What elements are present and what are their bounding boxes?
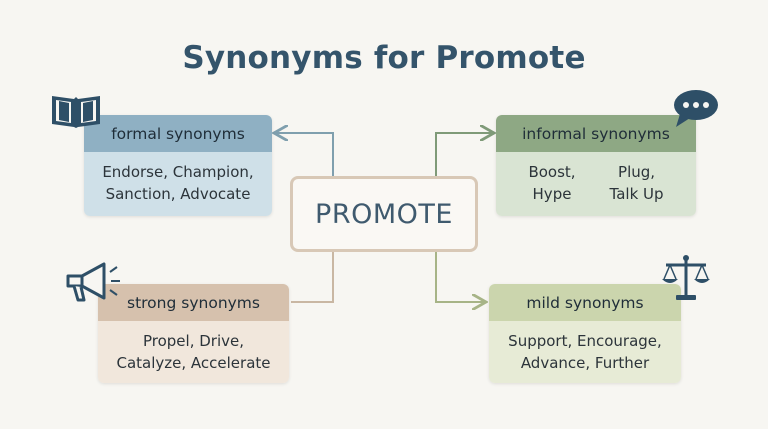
strong-synonyms-list: Propel, Drive, Catalyze, Accelerate: [98, 321, 289, 383]
scales-icon: [662, 255, 710, 300]
strong-synonyms-line: Catalyze, Accelerate: [116, 354, 271, 372]
formal-synonyms-heading: formal synonyms: [84, 115, 272, 152]
informal-synonym: Plug,: [618, 163, 656, 181]
informal-synonym: Hype: [532, 185, 572, 203]
informal-synonym: Boost,: [528, 163, 576, 181]
formal-synonyms-card: formal synonyms Endorse, Champion, Sanct…: [84, 115, 272, 216]
center-word: PROMOTE: [315, 198, 453, 230]
page-title: Synonyms for Promote: [182, 40, 586, 76]
connector-strong: [291, 252, 334, 303]
book-icon: [52, 96, 100, 128]
formal-synonyms-line: Endorse, Champion,: [102, 163, 254, 181]
mild-synonyms-heading: mild synonyms: [489, 284, 681, 321]
connector-formal: [276, 133, 334, 176]
informal-synonyms-column: Boost, Hype: [528, 161, 575, 216]
strong-synonyms-line: Propel, Drive,: [142, 332, 244, 350]
mild-synonyms-card: mild synonyms Support, Encourage, Advanc…: [489, 284, 681, 383]
mild-synonyms-line: Support, Encourage,: [508, 332, 662, 350]
connector-informal: [435, 133, 492, 176]
speech-bubble-icon: [674, 90, 718, 127]
informal-synonym: Talk Up: [609, 185, 664, 203]
strong-synonyms-card: strong synonyms Propel, Drive, Catalyze,…: [98, 284, 289, 383]
formal-synonyms-list: Endorse, Champion, Sanction, Advocate: [84, 152, 272, 216]
informal-synonyms-column: Plug, Talk Up: [610, 161, 664, 216]
connector-mild: [435, 252, 484, 302]
megaphone-icon: [66, 262, 120, 302]
informal-synonyms-card: informal synonyms Boost, Hype Plug, Talk…: [496, 115, 696, 216]
mild-synonyms-line: Advance, Further: [520, 354, 650, 372]
mild-synonyms-list: Support, Encourage, Advance, Further: [489, 321, 681, 383]
informal-synonyms-heading: informal synonyms: [496, 115, 696, 152]
strong-synonyms-heading: strong synonyms: [98, 284, 289, 321]
informal-synonyms-list: Boost, Hype Plug, Talk Up: [496, 152, 696, 216]
center-word-box: PROMOTE: [290, 176, 478, 252]
formal-synonyms-line: Sanction, Advocate: [105, 185, 251, 203]
